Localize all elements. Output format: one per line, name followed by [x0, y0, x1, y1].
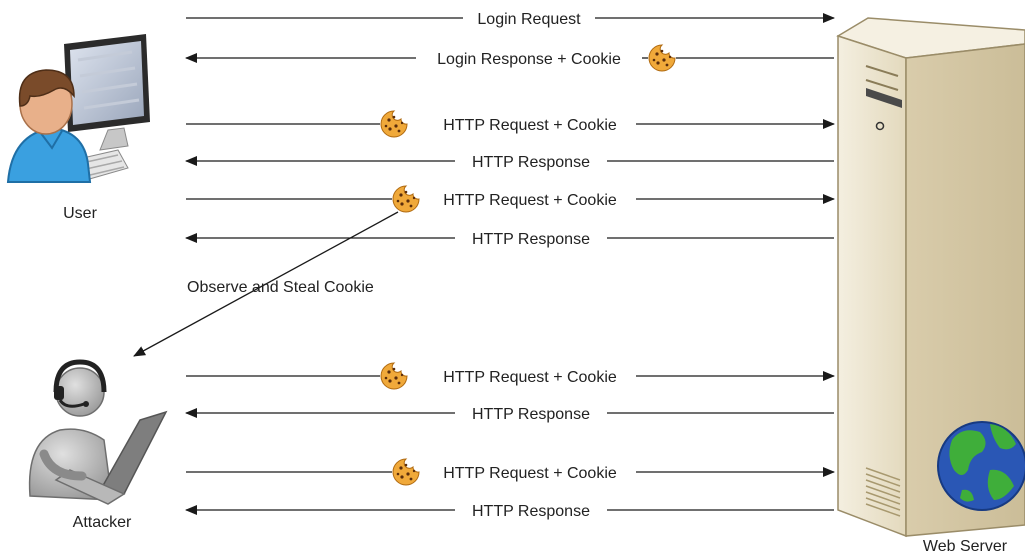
- message-label: HTTP Request + Cookie: [443, 117, 617, 134]
- message-9: HTTP Response: [185, 503, 834, 520]
- globe-icon: [937, 421, 1025, 511]
- cookie-icon: [392, 185, 420, 213]
- server-label: Web Server: [923, 538, 1008, 555]
- message-6: HTTP Request + Cookie: [186, 362, 835, 390]
- steal-cookie-annotation: Observe and Steal Cookie: [187, 279, 374, 296]
- message-8: HTTP Request + Cookie: [186, 458, 835, 486]
- message-2: HTTP Request + Cookie: [186, 110, 835, 138]
- message-4: HTTP Request + Cookie: [186, 185, 835, 213]
- cookie-icon: [648, 44, 676, 72]
- server-tower-icon: [836, 17, 1025, 538]
- cookie-icon: [380, 362, 408, 390]
- message-5: HTTP Response: [185, 231, 834, 248]
- cookie-icon: [380, 110, 408, 138]
- message-label: HTTP Request + Cookie: [443, 369, 617, 386]
- message-label: HTTP Response: [472, 406, 590, 423]
- message-label: HTTP Response: [472, 503, 590, 520]
- message-label: HTTP Request + Cookie: [443, 192, 617, 209]
- message-label: HTTP Response: [472, 231, 590, 248]
- message-label: HTTP Response: [472, 154, 590, 171]
- message-label: Login Request: [477, 11, 581, 28]
- message-label: HTTP Request + Cookie: [443, 465, 617, 482]
- message-0: Login Request: [186, 11, 835, 28]
- interception-arrow: [133, 211, 399, 357]
- message-1: Login Response + Cookie: [185, 44, 834, 72]
- message-label: Login Response + Cookie: [437, 51, 621, 68]
- user-computer-icon: [6, 34, 150, 183]
- message-3: HTTP Response: [185, 154, 834, 171]
- cookie-icon: [392, 458, 420, 486]
- attacker-label: Attacker: [73, 514, 132, 531]
- message-7: HTTP Response: [185, 406, 834, 423]
- user-label: User: [63, 205, 97, 222]
- attacker-laptop-icon: [28, 359, 168, 505]
